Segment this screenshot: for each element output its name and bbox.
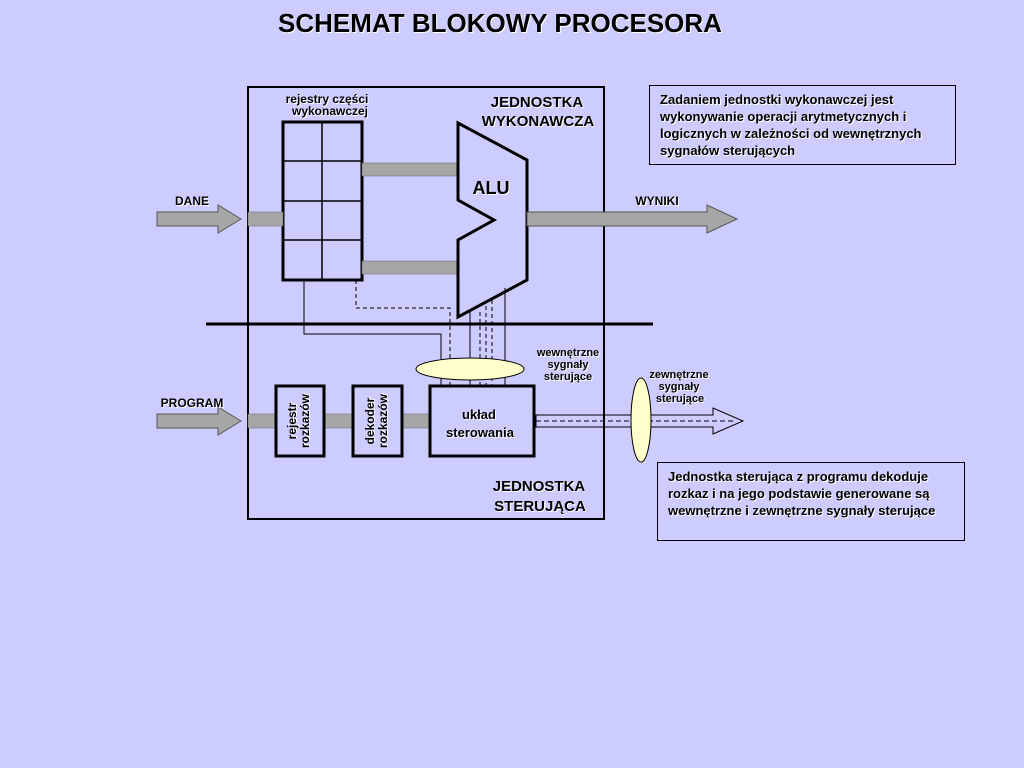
bus-register-to-decoder xyxy=(323,413,354,429)
results-label: WYNIKI xyxy=(635,194,678,208)
registers-label-line1: rejestry części xyxy=(286,92,369,106)
data-input-label: DANE xyxy=(175,194,209,208)
bus-input-to-registers xyxy=(247,211,284,227)
internal-signals-label-line2: sygnały xyxy=(548,359,590,371)
exec-unit-note: Zadaniem jednostki wykonawczej jest wyko… xyxy=(649,85,956,165)
internal-signals-label-line1: wewnętrzne xyxy=(536,347,599,359)
register-file xyxy=(281,120,364,282)
alu-label: ALU xyxy=(473,178,510,198)
bus-register-to-alu-top xyxy=(361,162,459,177)
exec-unit-label-line2: WYKONAWCZA xyxy=(482,113,595,130)
bus-register-to-alu-bottom xyxy=(361,260,459,275)
internal-signals-label-line3: sterujące xyxy=(544,371,592,383)
program-input-label: PROGRAM xyxy=(161,396,224,410)
control-unit-label-line1: JEDNOSTKA xyxy=(493,478,586,495)
decoder-label-line2: rozkazów xyxy=(376,393,390,448)
control-circuit-block xyxy=(428,384,536,458)
internal-signals-ellipse xyxy=(415,357,525,381)
control-circuit-label-line1: układ xyxy=(462,407,496,422)
instruction-register-label-line2: rozkazów xyxy=(298,393,312,448)
data-input-arrow xyxy=(156,204,242,234)
control-unit-label-line2: STERUJĄCA xyxy=(494,498,586,515)
external-signals-label-line2: sygnały xyxy=(659,381,701,393)
program-input-arrow xyxy=(156,406,242,436)
bus-program-to-register xyxy=(247,413,277,429)
external-signals-arrow xyxy=(535,407,745,435)
decoder-label-line1: dekoder xyxy=(363,397,377,444)
bus-decoder-to-control xyxy=(401,413,431,429)
external-signals-label-line1: zewnętrzne xyxy=(649,369,708,381)
instruction-register-label-line1: rejestr xyxy=(285,402,299,439)
control-unit-note: Jednostka sterująca z programu dekoduje … xyxy=(657,462,965,541)
instruction-register-block xyxy=(274,384,326,458)
decoder-block xyxy=(351,384,404,458)
control-circuit-label-line2: sterowania xyxy=(446,425,515,440)
processor-frame xyxy=(247,86,605,520)
alu-block xyxy=(456,120,529,320)
page-title: SCHEMAT BLOKOWY PROCESORA xyxy=(278,8,722,38)
external-signals-ellipse xyxy=(630,377,652,463)
results-arrow xyxy=(526,204,739,234)
external-signals-label-line3: sterujące xyxy=(656,393,704,405)
registers-label-line2: wykonawczej xyxy=(291,104,368,118)
exec-unit-label-line1: JEDNOSTKA xyxy=(491,94,584,111)
